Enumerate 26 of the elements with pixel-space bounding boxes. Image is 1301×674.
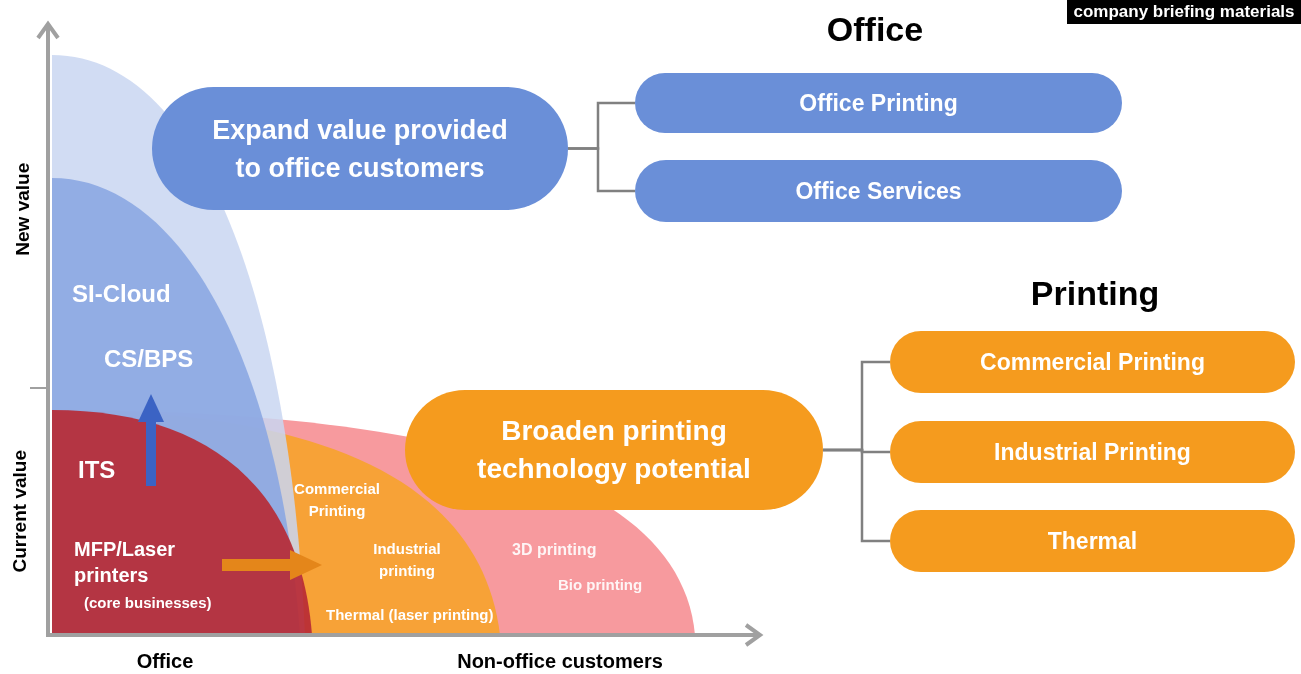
rounded-pill: Thermal bbox=[890, 510, 1295, 572]
rounded-pill: Office Printing bbox=[635, 73, 1122, 133]
area-label: 3D printing bbox=[512, 540, 598, 560]
area-label: Thermal (laser printing) bbox=[326, 605, 495, 625]
area-label: Commercial Printing bbox=[293, 479, 381, 521]
source-tag: company briefing materials bbox=[1067, 0, 1301, 24]
area-label: CS/BPS bbox=[104, 344, 195, 374]
area-label: MFP/Laser printers bbox=[74, 537, 177, 588]
area-label: Printing bbox=[1029, 273, 1161, 314]
rounded-pill: Broaden printing technology potential bbox=[405, 390, 823, 510]
bracket-connector bbox=[568, 147, 635, 193]
area-label: Office bbox=[825, 9, 925, 50]
area-label: (core businesses) bbox=[84, 593, 213, 613]
rounded-pill: Commercial Printing bbox=[890, 331, 1295, 393]
area-label: ITS bbox=[78, 455, 117, 485]
axis-title: Current value bbox=[7, 449, 31, 575]
area-label: Non-office customers bbox=[456, 649, 664, 674]
rounded-pill: Office Services bbox=[635, 160, 1122, 222]
rounded-pill: Expand value provided to office customers bbox=[152, 87, 568, 210]
axis-title: New value bbox=[10, 161, 34, 258]
area-label: Industrial printing bbox=[372, 539, 442, 581]
area-label: Office bbox=[135, 649, 195, 674]
area-label: SI-Cloud bbox=[72, 279, 172, 309]
rounded-pill: Industrial Printing bbox=[890, 421, 1295, 483]
bracket-connector bbox=[823, 448, 890, 543]
area-label: Bio printing bbox=[558, 575, 644, 595]
